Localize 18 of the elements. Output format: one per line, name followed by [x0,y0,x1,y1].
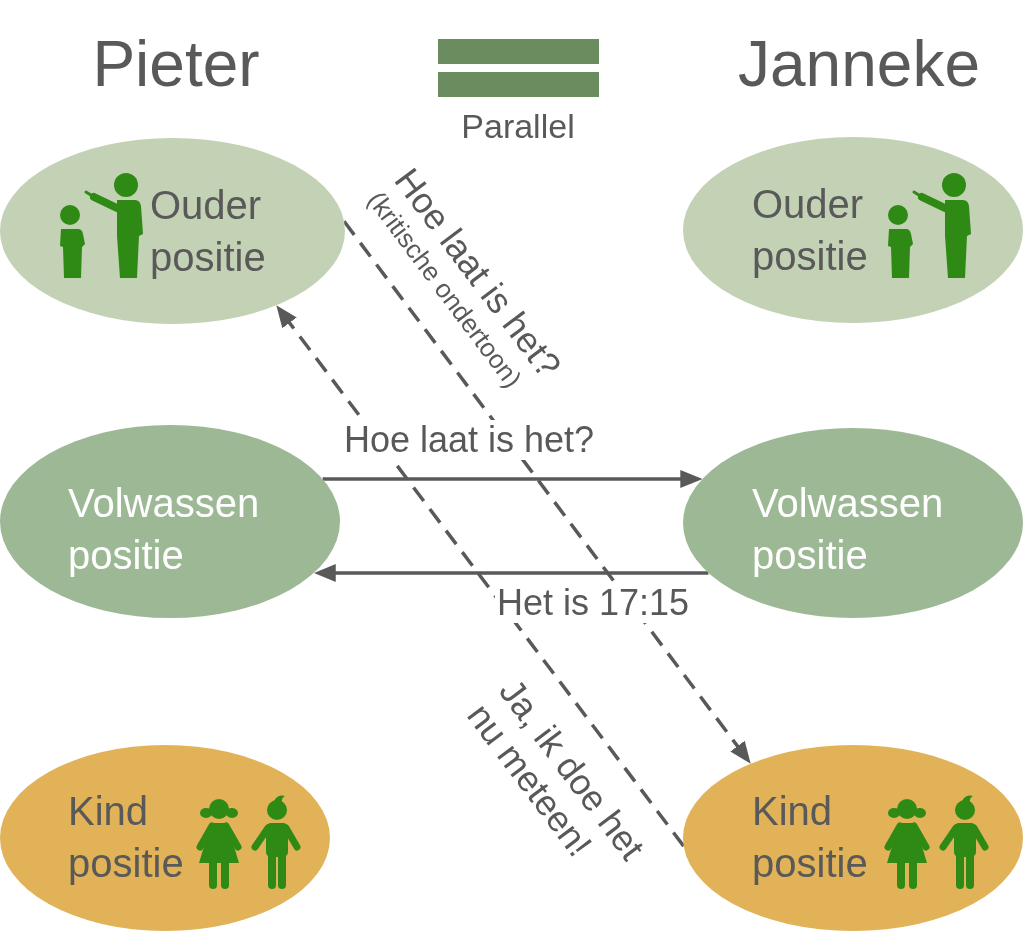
arrow [322,470,703,488]
position-ellipse [0,138,345,324]
dashed-arrow [276,305,686,848]
node-label: Ouder positie [752,181,869,280]
arrow [313,564,709,582]
position-ellipse [0,425,340,618]
node-label: Kind positie [68,788,185,887]
position-ellipse [683,745,1023,931]
node-label: Kind positie [752,788,869,887]
legend-label: Parallel [461,106,575,146]
position-ellipse [683,137,1023,323]
node-label: Volwassen positie [68,480,261,579]
column-heading: Janneke [738,28,980,100]
node-label: Volwassen positie [752,480,945,579]
dashed-arrow [342,220,751,764]
node-label: Ouder positie [150,182,267,281]
position-ellipse [0,745,330,931]
column-heading: Pieter [92,28,260,100]
